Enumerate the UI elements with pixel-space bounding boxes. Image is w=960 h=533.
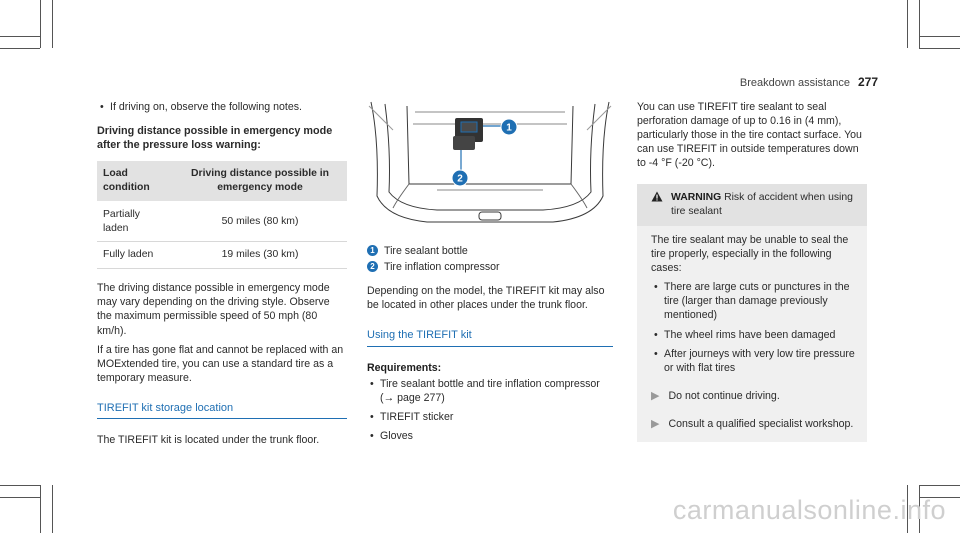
- requirements-label: Requirements:: [367, 361, 442, 374]
- warning-bullet: There are large cuts or punctures in the…: [651, 280, 857, 322]
- play-arrow-icon: ▶: [651, 418, 660, 431]
- warning-header: WARNING Risk of accident when using tire…: [637, 184, 867, 227]
- watermark: carmanualsonline.info: [672, 495, 946, 526]
- legend-item: 1 Tire sealant bottle: [367, 244, 613, 258]
- callout-1-icon: [500, 118, 518, 136]
- legend-label: Tire sealant bottle: [384, 245, 468, 257]
- table-cell-condition: Partially laden: [97, 201, 174, 243]
- crop-mark: [52, 485, 53, 533]
- table-row: Fully laden 19 miles (30 km): [97, 241, 347, 270]
- crop-mark: [52, 0, 53, 48]
- action-text: Consult a qualified specialist workshop.: [668, 418, 854, 431]
- crop-mark: [40, 0, 41, 48]
- crop-mark: [919, 36, 960, 37]
- paragraph: Depending on the model, the TIREFIT kit …: [367, 285, 605, 312]
- table-cell-distance: 19 miles (30 km): [173, 241, 347, 270]
- requirement-item: Tire sealant bottle and tire inflation c…: [367, 377, 613, 405]
- paragraph: The driving distance possible in emergen…: [97, 282, 330, 337]
- crop-mark: [0, 497, 40, 498]
- table-cell-condition: Fully laden: [97, 241, 174, 270]
- crop-mark: [907, 485, 908, 533]
- warning-bullet: The wheel rims have been damaged: [651, 328, 857, 342]
- legend-label: Tire inflation compressor: [384, 261, 500, 274]
- column-2: 1 2 1 Tire sealant bottle 2 Tire inflati…: [367, 100, 613, 448]
- action-item: ▶ Consult a qualified specialist worksho…: [651, 417, 857, 432]
- column-1: If driving on, observe the following not…: [97, 100, 347, 453]
- intro-bullet: If driving on, observe the following not…: [97, 100, 347, 114]
- column-3: You can use TIREFIT tire sealant to seal…: [637, 100, 867, 442]
- warning-text: The tire sealant may be unable to seal t…: [651, 234, 849, 275]
- trunk-illustration: 1 2: [367, 100, 613, 230]
- crop-mark: [0, 48, 40, 49]
- trunk-drawing: 1 2: [368, 101, 612, 223]
- table-header-row: Load condition Driving distance possible…: [97, 161, 347, 202]
- legend-number-icon: 1: [367, 245, 378, 256]
- requirement-item: Gloves: [367, 429, 613, 443]
- crop-mark: [919, 497, 960, 498]
- legend-number-icon: 2: [367, 261, 378, 273]
- paragraph: The TIREFIT kit is located under the tru…: [97, 434, 320, 447]
- warning-box: WARNING Risk of accident when using tire…: [637, 184, 867, 442]
- page-header: Breakdown assistance 277: [740, 75, 878, 91]
- crop-mark: [0, 485, 40, 486]
- crop-mark: [0, 36, 40, 37]
- play-arrow-icon: ▶: [651, 389, 660, 402]
- warning-bullet: After journeys with very low tire pressu…: [651, 347, 857, 375]
- legend-item: 2 Tire inflation compressor: [367, 260, 613, 274]
- warning-body: The tire sealant may be unable to seal t…: [637, 226, 867, 442]
- action-text: Do not continue driving.: [668, 389, 780, 402]
- page-number: 277: [857, 75, 878, 89]
- table-header-distance: Driving distance possible in emergency m…: [173, 161, 347, 202]
- crop-mark: [907, 0, 908, 48]
- crop-mark: [919, 0, 920, 48]
- svg-text:1: 1: [506, 123, 512, 134]
- crop-mark: [40, 485, 41, 533]
- warning-label: WARNING: [671, 192, 722, 204]
- paragraph: You can use TIREFIT tire sealant to seal…: [637, 101, 862, 170]
- paragraph: If a tire has gone flat and cannot be re…: [97, 343, 344, 384]
- figure-legend: 1 Tire sealant bottle 2 Tire inflation c…: [367, 244, 613, 274]
- crop-mark: [919, 485, 960, 486]
- section-title-storage[interactable]: TIREFIT kit storage location: [97, 401, 347, 420]
- warning-triangle-icon: [651, 191, 663, 202]
- table-row: Partially laden 50 miles (80 km): [97, 201, 347, 243]
- action-item: ▶ Do not continue driving.: [651, 389, 857, 404]
- table-heading: Driving distance possible in emergency m…: [97, 125, 333, 152]
- crop-mark: [919, 48, 960, 49]
- distance-table: Load condition Driving distance possible…: [97, 161, 347, 270]
- table-cell-distance: 50 miles (80 km): [173, 201, 347, 243]
- svg-text:2: 2: [457, 174, 463, 185]
- warning-title: Risk of accident when using tire sealant: [671, 192, 853, 218]
- crop-mark: [919, 485, 920, 533]
- callout-2-icon: [451, 169, 469, 187]
- requirement-item: TIREFIT sticker: [367, 410, 613, 424]
- table-header-load: Load condition: [97, 161, 174, 202]
- section-title-using[interactable]: Using the TIREFIT kit: [367, 328, 613, 347]
- header-title: Breakdown assistance: [739, 77, 850, 89]
